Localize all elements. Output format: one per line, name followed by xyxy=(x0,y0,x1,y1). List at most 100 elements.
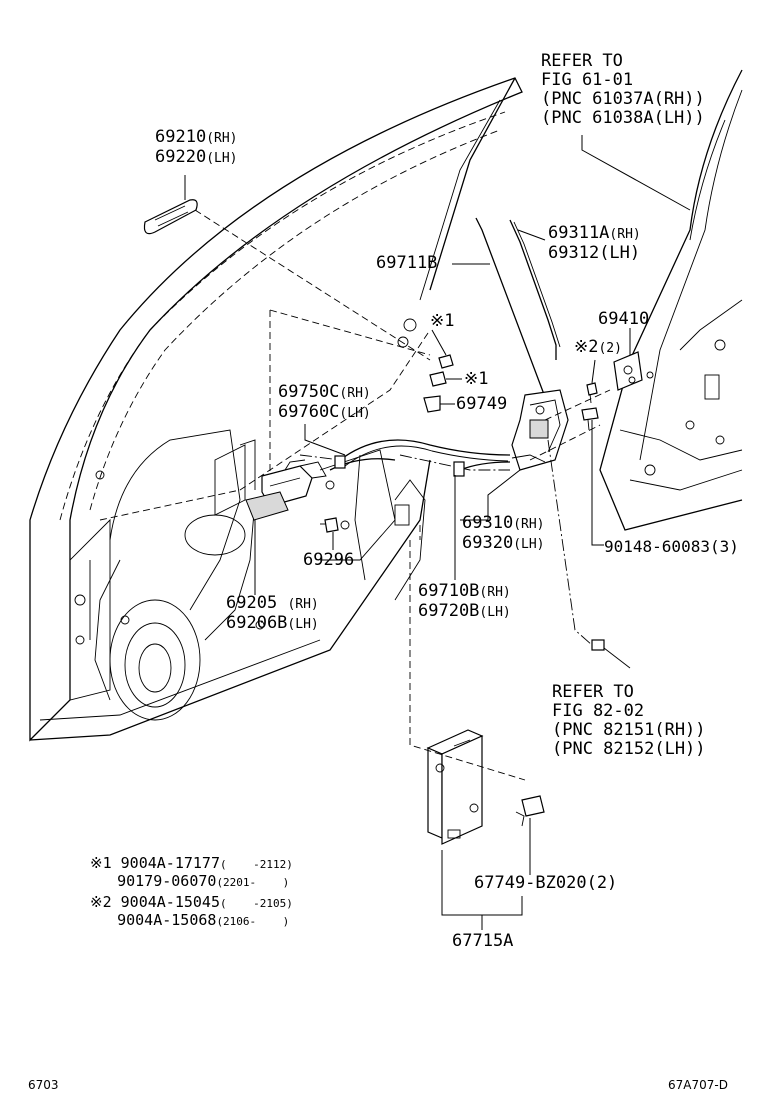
door-frame xyxy=(29,77,523,742)
refer61-line2: FIG 61-01 xyxy=(541,70,634,90)
connector-dashline xyxy=(547,439,593,646)
cable-750c-leader xyxy=(304,424,346,456)
refer61-line1: REFER TO xyxy=(541,51,623,71)
striker-part xyxy=(613,351,643,391)
refer82-line1: REFER TO xyxy=(552,682,634,702)
side-rh: (RH) xyxy=(513,517,545,532)
side-lh: (LH) xyxy=(287,617,319,632)
mark1-callout-a: ※1 xyxy=(430,312,454,331)
module-67715a-callout: 67715A xyxy=(452,932,513,951)
rod-upper-callout: 69311A(RH) 69312(LH) xyxy=(548,224,641,263)
module-dashline xyxy=(409,540,526,781)
note-mark: ※1 xyxy=(90,854,112,872)
part-number: 69750C xyxy=(278,382,340,402)
note-pn: 90179-06070 xyxy=(117,872,217,890)
bolt-69296-part xyxy=(320,517,339,533)
refer82-line4: (PNC 82152(LH)) xyxy=(552,739,706,759)
part-number: 69760C xyxy=(278,402,340,422)
note-mark: ※2 xyxy=(90,893,112,911)
cable-710b-callout: 69710B(RH) 69720B(LH) xyxy=(418,582,511,622)
part-number: 69205 xyxy=(226,593,278,613)
clip-69749-part xyxy=(423,395,441,413)
rod-311a-leader xyxy=(517,229,546,241)
side-rh: (RH) xyxy=(339,386,371,401)
side-rh: (RH) xyxy=(206,131,238,146)
screw-mark2-leader xyxy=(591,359,596,384)
side-rh: (RH) xyxy=(287,597,319,612)
screw-90148-callout: 90148-60083(3) xyxy=(604,537,739,556)
note-range: ( -2105) xyxy=(219,897,293,910)
rod-711b-callout: 69711B xyxy=(376,254,437,273)
mark2-qty: (2) xyxy=(598,341,622,356)
mark1-text: ※1 xyxy=(430,311,455,331)
door-lock-assembly xyxy=(511,389,611,471)
part-number: 69206B xyxy=(226,613,288,633)
inside-handle-part xyxy=(143,199,198,235)
note-range: (2201- ) xyxy=(216,876,290,889)
part-number: 69220 xyxy=(155,147,207,167)
part-number: 69320 xyxy=(462,533,514,553)
side-rh: (RH) xyxy=(609,227,641,242)
part-number: 69311A xyxy=(548,223,610,243)
refer-fig82-callout: REFER TO FIG 82-02 (PNC 82151(RH)) (PNC … xyxy=(552,683,706,759)
footer-illustration-code: 67A707-D xyxy=(668,1078,728,1092)
refer82-line2: FIG 82-02 xyxy=(552,701,645,721)
lock-assy-leader xyxy=(460,469,521,521)
side-lh: (LH) xyxy=(479,605,511,620)
part-number: 69410 xyxy=(598,309,650,329)
cable-750c-callout: 69750C(RH) 69760C(LH) xyxy=(278,383,371,423)
inside-handle-dashline xyxy=(194,209,431,361)
part-number: 69312 xyxy=(548,243,600,263)
outside-handle-part xyxy=(245,459,327,521)
lock-rods xyxy=(475,217,561,406)
part-number: 67715A xyxy=(452,931,514,951)
bolt-69296-callout: 69296 xyxy=(303,551,354,570)
refer61-line4: (PNC 61038A(LH)) xyxy=(541,108,705,128)
refer-fig61-callout: REFER TO FIG 61-01 (PNC 61037A(RH)) (PNC… xyxy=(541,52,705,128)
part-number: 69749 xyxy=(456,394,508,414)
clip-67749-part xyxy=(515,795,545,827)
side-rh: (RH) xyxy=(479,585,511,600)
mark2-callout: ※2(2) xyxy=(574,338,622,358)
refer82-line3: (PNC 82151(RH)) xyxy=(552,720,706,740)
mark2-text: ※2 xyxy=(574,337,599,357)
note-range: (2106- ) xyxy=(216,915,290,928)
side-lh: (LH) xyxy=(599,243,641,263)
note-pn: 9004A-17177 xyxy=(120,854,220,872)
connector-part xyxy=(591,639,631,669)
part-number: 69296 xyxy=(303,550,355,570)
clip-1a-leader xyxy=(431,329,447,356)
part-number: 69210 xyxy=(155,127,207,147)
screw-mark2-part xyxy=(586,382,598,404)
note-pn: 9004A-15045 xyxy=(120,893,220,911)
part-number: 69711B xyxy=(376,253,438,273)
note-mark2: ※2 9004A-15045( -2105) 9004A-15068(2106-… xyxy=(90,894,293,930)
part-number: 67749-BZ020(2) xyxy=(474,873,618,893)
side-lh: (LH) xyxy=(339,406,371,421)
guide-dash-2 xyxy=(269,309,431,356)
part-number: 90148-60083(3) xyxy=(604,537,739,556)
clip-67749-callout: 67749-BZ020(2) xyxy=(474,874,617,893)
mark1-callout-b: ※1 xyxy=(464,370,488,389)
part-number: 69310 xyxy=(462,513,514,533)
side-lh: (LH) xyxy=(206,151,238,166)
refer61-leader xyxy=(581,135,691,211)
clip-69749-callout: 69749 xyxy=(456,395,507,414)
striker-callout: 69410 xyxy=(598,310,649,329)
clip-mark1-parts xyxy=(429,354,454,387)
door-pillar xyxy=(599,69,743,531)
part-number: 69720B xyxy=(418,601,480,621)
screw-90148-part xyxy=(581,407,599,431)
outside-handle-callout: 69205 (RH) 69206B(LH) xyxy=(226,594,319,634)
control-module-part xyxy=(426,729,484,845)
cables xyxy=(299,439,511,477)
note-mark1: ※1 9004A-17177( -2112) 90179-06070(2201-… xyxy=(90,855,293,891)
note-range: ( -2112) xyxy=(219,858,293,871)
lock-assy-callout: 69310(RH) 69320(LH) xyxy=(462,514,545,554)
footer-figure-number: 6703 xyxy=(28,1078,59,1092)
inside-handle-callout: 69210(RH) 69220(LH) xyxy=(155,128,238,168)
part-number: 69710B xyxy=(418,581,480,601)
side-lh: (LH) xyxy=(513,537,545,552)
screw-90148-leader xyxy=(591,420,604,546)
